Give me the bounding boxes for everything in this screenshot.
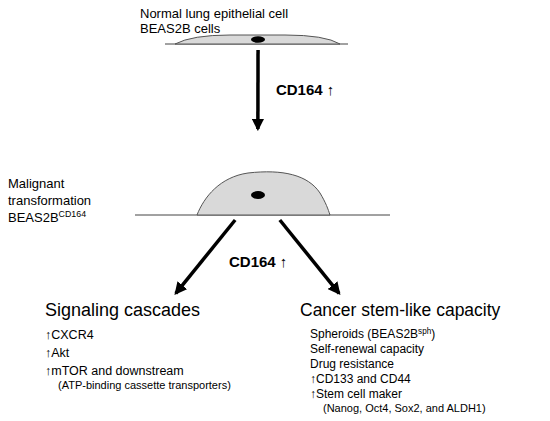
- node-text: Drug resistance: [310, 357, 394, 371]
- text-row: ↑Akt: [45, 346, 69, 361]
- text-row: (ATP-binding cassette transporters): [58, 379, 231, 392]
- node-text: (ATP-binding cassette transporters): [58, 379, 231, 391]
- section-heading: Signaling cascades: [45, 300, 200, 320]
- node-text: ↑Akt: [45, 346, 69, 360]
- node-text: ): [431, 327, 435, 341]
- cell-nucleus: [251, 191, 265, 199]
- text-row: Drug resistance: [310, 357, 394, 372]
- text-row: Spheroids (BEAS2Bsph): [310, 327, 435, 342]
- signaling-block: Signaling cascades ↑CXCR4 ↑Akt ↑mTOR and do…: [40, 298, 255, 395]
- normal-cell: Normal lung epithelial cell BEAS2B cells: [130, 4, 350, 50]
- text-row: Signaling cascades: [45, 300, 200, 321]
- text-row: (Nanog, Oct4, Sox2, and ALDH1): [323, 402, 486, 415]
- cell-nucleus: [251, 36, 265, 42]
- flow-arrow: [256, 50, 260, 129]
- arrow-label: CD164 ↑: [229, 253, 287, 270]
- text-row: Malignant transformation BEAS2BCD164: [8, 175, 140, 226]
- section-heading: Cancer stem-like capacity: [300, 300, 500, 320]
- node-text: ↑mTOR and downstream: [45, 364, 184, 378]
- text-row: Normal lung epithelial cell BEAS2B cells: [140, 6, 325, 36]
- node-text: Self-renewal capacity: [310, 342, 424, 356]
- text-row: Cancer stem-like capacity: [300, 300, 500, 321]
- text-row: ↑CXCR4: [45, 328, 94, 343]
- cell-body: [175, 35, 340, 44]
- transformed-cell: Malignant transformation BEAS2BCD164: [8, 135, 393, 220]
- superscript-text: CD164: [59, 209, 86, 219]
- node-text: Normal lung epithelial cell BEAS2B cells: [140, 6, 288, 36]
- cell-body: [197, 172, 330, 215]
- stem-capacity-block: Cancer stem-like capacitySpheroids (BEAS…: [295, 298, 547, 419]
- text-row: ↑mTOR and downstream: [45, 364, 184, 379]
- node-text: (Nanog, Oct4, Sox2, and ALDH1): [323, 402, 486, 414]
- text-row: ↑Stem cell maker: [310, 387, 402, 402]
- arrow-label: CD164 ↑: [276, 81, 334, 98]
- node-text: ↑CD133 and CD44: [310, 372, 411, 386]
- node-text: ↑CXCR4: [45, 328, 94, 342]
- node-text: ↑Stem cell maker: [310, 387, 402, 401]
- node-text: Spheroids (BEAS2B: [310, 327, 418, 341]
- text-row: Self-renewal capacity: [310, 342, 424, 357]
- flow-arrow: [176, 220, 235, 293]
- flow-arrow: [280, 220, 339, 293]
- superscript-text: sph: [418, 327, 431, 336]
- text-row: ↑CD133 and CD44: [310, 372, 411, 387]
